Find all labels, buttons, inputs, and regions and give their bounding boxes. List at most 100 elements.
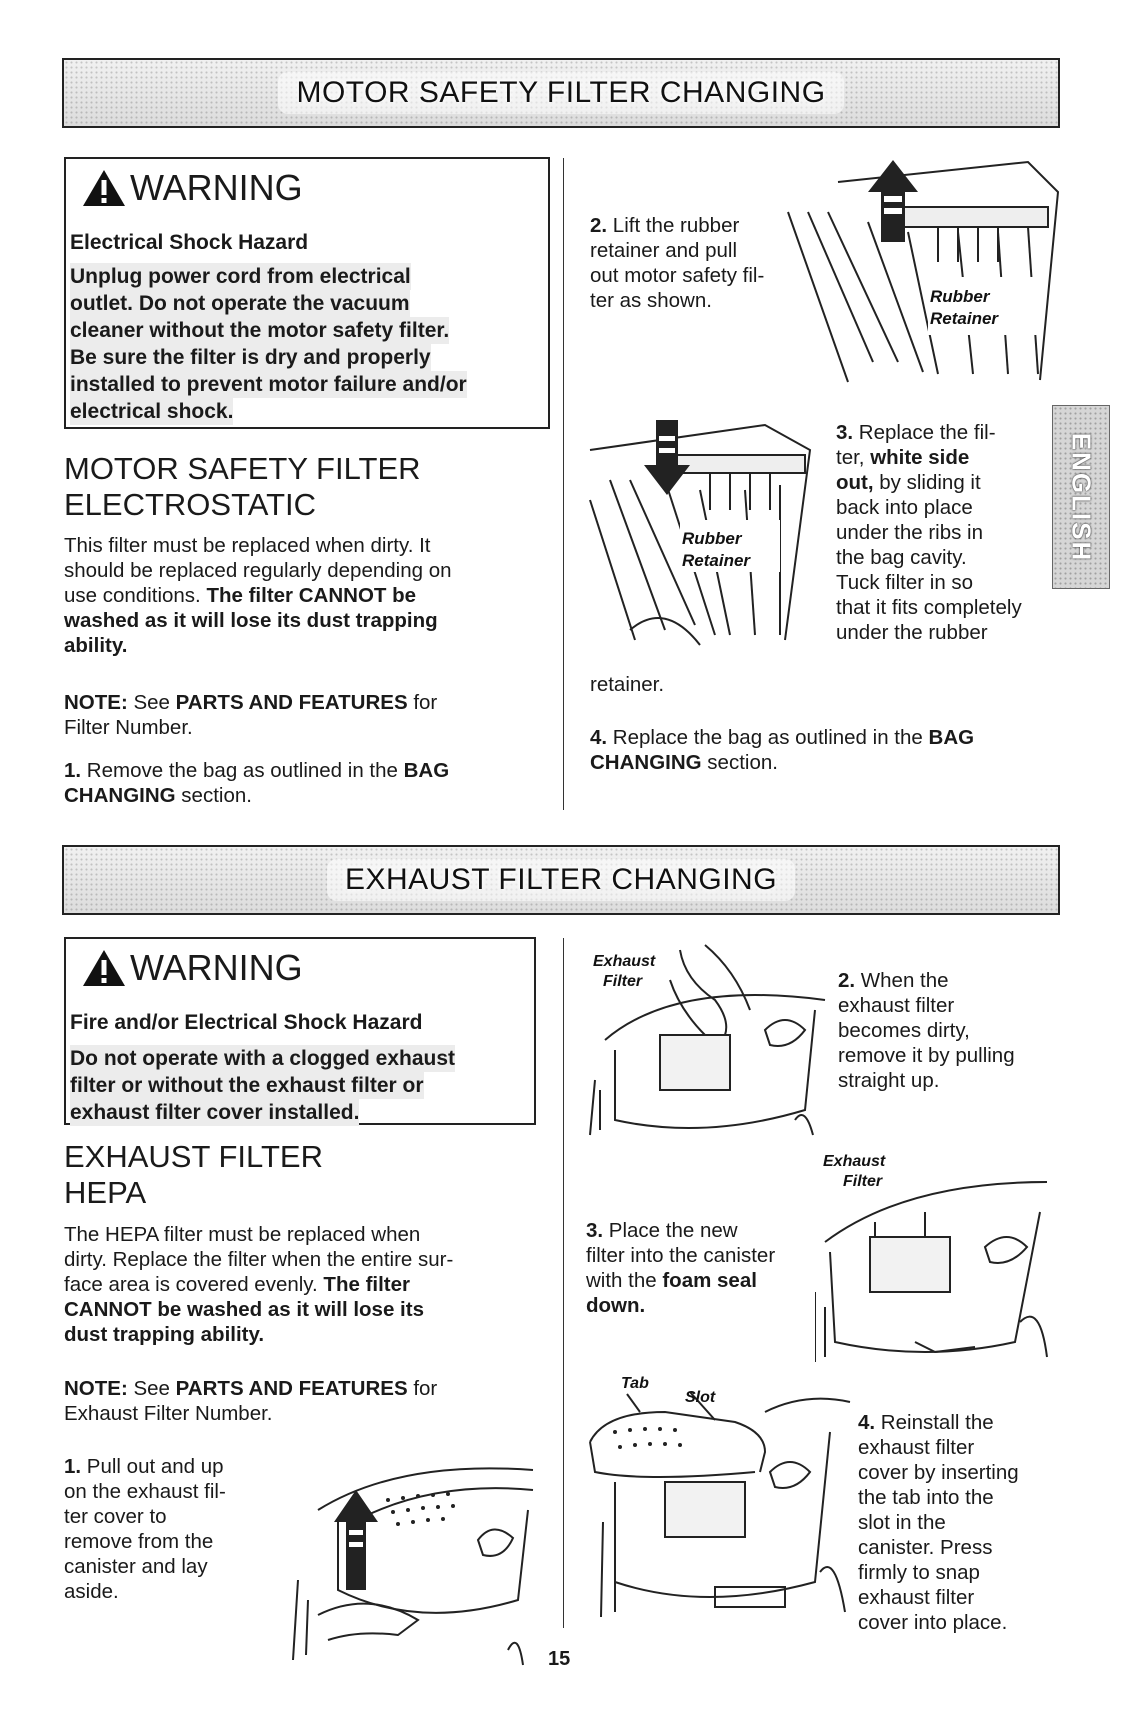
warning-heading: WARNING [82,947,303,989]
text-line: See [127,1377,176,1400]
warning-hazard: Fire and/or Electrical Shock Hazard [70,1011,423,1034]
heading-exhaust-filter: EXHAUST FILTER [64,1139,323,1174]
text-bold: The filter CANNOT be [200,584,417,607]
up-arrow-icon [334,1490,378,1590]
text-line: Replace the bag as outlined in the [607,726,929,749]
motor-step-4: 4. Replace the bag as outlined in the BA… [590,725,974,775]
text-line: Pull out and up [81,1455,224,1478]
step-number: 1. [64,759,82,782]
warning-title: WARNING [130,167,303,208]
figure-reinstall-cover: Tab Slot [589,1375,851,1618]
text-line: When the [855,969,949,992]
text-line: that it fits completely [836,596,1022,619]
motor-step-2: 2. Lift the rubber retainer and pull out… [590,213,764,313]
text-line: canister. Press [858,1536,993,1559]
warning-heading: WARNING [82,167,303,209]
section-reference: BAG [928,726,975,749]
text-line: Remove the bag as outlined in the [81,759,404,782]
text-bold: dust trapping ability. [64,1323,265,1346]
step-number: 1. [64,1455,82,1478]
section-banner-title: EXHAUST FILTER CHANGING [326,859,796,901]
warning-line: filter or without the exhaust filter or [70,1072,424,1099]
note-reference: PARTS AND FEATURES [175,691,408,714]
step-number: 4. [858,1411,876,1434]
text-line: The HEPA filter must be replaced when [64,1223,421,1246]
text-line: ter cover to [64,1505,167,1528]
text-line: out motor safety fil- [590,264,765,287]
text-line: Replace the fil- [853,421,996,444]
text-line: for [407,1377,438,1400]
text-line: on the exhaust fil- [64,1480,226,1503]
text-line: retainer and pull [590,239,738,262]
text-line: face area is covered evenly. [64,1273,318,1296]
section-banner-motor-filter: MOTOR SAFETY FILTER CHANGING [62,58,1060,128]
warning-line: Unplug power cord from electrical [70,263,411,290]
text-line: ter, [836,446,871,469]
figure-lift-retainer: Rubber Retainer [787,160,1060,383]
page-number: 15 [548,1648,571,1670]
text-line: Filter Number. [64,716,193,739]
text-line: by sliding it [873,471,981,494]
exhaust-step-4: 4. Reinstall the exhaust filter cover by… [858,1410,1019,1635]
text-line: See [127,691,176,714]
exhaust-filter-note: NOTE: See PARTS AND FEATURES for Exhaust… [64,1376,437,1426]
note-label: NOTE: [64,1377,128,1400]
figure-label: Filter [603,973,643,990]
warning-line: electrical shock. [70,398,234,425]
text-bold: foam seal [662,1269,757,1292]
exhaust-step-2: 2. When the exhaust filter becomes dirty… [838,968,1015,1093]
warning-line: Be sure the filter is dry and properly [70,344,431,371]
figure-label: Retainer [930,309,999,328]
language-tab-label: ENGLISH [1066,432,1097,562]
warning-hazard: Electrical Shock Hazard [70,231,309,254]
figure-label: Exhaust [823,1153,886,1170]
text-line: filter into the canister [586,1244,776,1267]
text-line: Reinstall the [875,1411,994,1434]
exhaust-step-3: 3. Place the new filter into the caniste… [586,1218,775,1318]
warning-triangle-icon [83,170,125,206]
column-divider [563,158,564,810]
text-bold: CANNOT be washed as it will lose its [64,1298,424,1321]
exhaust-filter-description: The HEPA filter must be replaced when di… [64,1222,524,1347]
figure-label: Slot [685,1389,716,1406]
text-line: firmly to snap [858,1561,980,1584]
heading-motor-safety-filter: MOTOR SAFETY FILTER [64,451,421,486]
warning-line: Do not operate with a clogged exhaust [70,1045,456,1072]
text-line: exhaust filter [858,1436,975,1459]
text-line: section. [175,784,252,807]
figure-replace-filter: Rubber Retainer [589,420,812,646]
section-reference: CHANGING [64,784,176,807]
figure-label: Exhaust [593,953,656,970]
text-line: back into place [836,496,973,519]
text-line: under the ribs in [836,521,984,544]
text-line: Exhaust Filter Number. [64,1402,273,1425]
text-line: Lift the rubber [607,214,740,237]
text-line: straight up. [838,1069,940,1092]
warning-triangle-icon [83,950,125,986]
text-bold: down. [586,1294,646,1317]
section-banner-exhaust-filter: EXHAUST FILTER CHANGING [62,845,1060,915]
figure-label: Tab [621,1375,649,1392]
text-line: Tuck filter in so [836,571,974,594]
step-number: 3. [586,1219,604,1242]
text-line: cover into place. [858,1611,1008,1634]
figure-label: Retainer [682,551,751,570]
warning-text: Do not operate with a clogged exhaust fi… [70,1045,456,1126]
figure-label: Filter [843,1173,883,1190]
text-line: section. [701,751,778,774]
text-line: slot in the [858,1511,946,1534]
section-reference: CHANGING [590,751,702,774]
text-line: becomes dirty, [838,1019,970,1042]
text-line: should be replaced regularly depending o… [64,559,452,582]
text-line: aside. [64,1580,119,1603]
warning-text: Unplug power cord from electrical outlet… [70,263,467,425]
text-line: with the [586,1269,663,1292]
text-bold: out, [836,471,874,494]
figure-place-new-filter: Exhaust Filter [815,1153,1048,1362]
text-bold: washed as it will lose its dust trapping [64,609,438,632]
warning-box-fire: WARNING Fire and/or Electrical Shock Haz… [64,937,536,1126]
motor-step-1: 1. Remove the bag as outlined in the BAG… [64,758,449,808]
step-number: 3. [836,421,854,444]
figure-remove-cover [292,1467,534,1666]
text-bold: white side [870,446,970,469]
